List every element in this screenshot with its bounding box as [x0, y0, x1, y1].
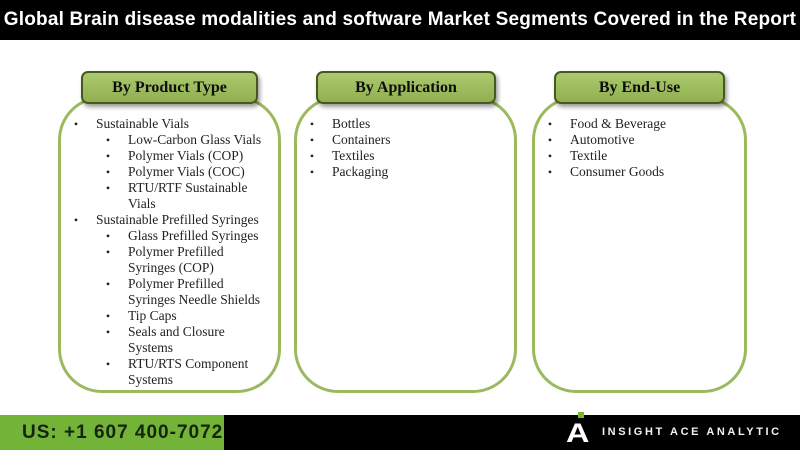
list-item: Sustainable Prefilled Syringes: [61, 212, 278, 228]
list-item: Polymer Vials (COC): [61, 164, 278, 180]
bullet-icon: [544, 132, 556, 148]
list-item: Seals and Closure Systems: [61, 324, 278, 356]
list-item-text: RTU/RTF Sustainable Vials: [128, 180, 248, 211]
list-item-text: Sustainable Vials: [96, 116, 190, 131]
list-item: Containers: [297, 132, 514, 148]
phone-number: US: +1 607 400-7072: [22, 421, 224, 443]
product-type-list: Sustainable Vials Low-Carbon Glass Vials…: [61, 116, 278, 388]
end-use-list: Food & Beverage Automotive Textile Consu…: [535, 116, 744, 180]
list-item-text: Food & Beverage: [570, 116, 666, 131]
list-item: RTU/RTS Component Systems: [61, 356, 278, 388]
bullet-icon: [102, 164, 114, 180]
logo-letter-a: A: [566, 418, 590, 448]
tab-by-product-type: By Product Type: [81, 71, 258, 104]
list-item: Glass Prefilled Syringes: [61, 228, 278, 244]
list-item: Textile: [535, 148, 744, 164]
bullet-icon: [306, 116, 318, 132]
list-item-text: Glass Prefilled Syringes: [128, 228, 259, 243]
bullet-icon: [102, 132, 114, 148]
bullet-icon: [544, 164, 556, 180]
list-item: Polymer Prefilled Syringes Needle Shield…: [61, 276, 278, 308]
list-item: Polymer Prefilled Syringes (COP): [61, 244, 278, 276]
list-item-text: Polymer Vials (COC): [128, 164, 245, 179]
bullet-icon: [102, 324, 114, 340]
list-item-text: Polymer Prefilled Syringes Needle Shield…: [128, 276, 260, 307]
list-item-text: Containers: [332, 132, 391, 147]
list-item: Food & Beverage: [535, 116, 744, 132]
list-item-text: Bottles: [332, 116, 371, 131]
list-item-text: Consumer Goods: [570, 164, 665, 179]
list-item-text: Seals and Closure Systems: [128, 324, 225, 355]
bullet-icon: [102, 228, 114, 244]
brand-name: INSIGHT ACE ANALYTIC: [602, 426, 782, 438]
segment-box-product-type: Sustainable Vials Low-Carbon Glass Vials…: [58, 96, 281, 393]
bullet-icon: [70, 116, 82, 132]
bullet-icon: [102, 308, 114, 324]
list-item-text: Textiles: [332, 148, 375, 163]
list-item-text: Packaging: [332, 164, 389, 179]
list-item: Bottles: [297, 116, 514, 132]
list-item-text: Polymer Vials (COP): [128, 148, 244, 163]
list-item-text: RTU/RTS Component Systems: [128, 356, 249, 387]
bullet-icon: [102, 276, 114, 292]
list-item: Polymer Vials (COP): [61, 148, 278, 164]
bullet-icon: [306, 164, 318, 180]
bullet-icon: [102, 148, 114, 164]
application-list: Bottles Containers Textiles Packaging: [297, 116, 514, 180]
list-item: Low-Carbon Glass Vials: [61, 132, 278, 148]
page-title: Global Brain disease modalities and soft…: [3, 9, 797, 30]
bullet-icon: [544, 116, 556, 132]
tab-by-end-use-label: By End-Use: [598, 78, 681, 96]
list-item: Packaging: [297, 164, 514, 180]
list-item-text: Polymer Prefilled Syringes (COP): [128, 244, 224, 275]
bullet-icon: [306, 132, 318, 148]
list-item: Textiles: [297, 148, 514, 164]
list-item-text: Tip Caps: [128, 308, 177, 323]
bullet-icon: [306, 148, 318, 164]
bullet-icon: [544, 148, 556, 164]
bullet-icon: [70, 212, 82, 228]
brand-logo-icon: A: [564, 412, 604, 450]
footer-contact-bar: US: +1 607 400-7072: [0, 415, 224, 450]
header-bar: Global Brain disease modalities and soft…: [0, 0, 800, 40]
list-item-text: Textile: [570, 148, 608, 163]
bullet-icon: [102, 244, 114, 260]
bullet-icon: [102, 180, 114, 196]
tab-by-application: By Application: [316, 71, 496, 104]
list-item: Sustainable Vials: [61, 116, 278, 132]
list-item: Tip Caps: [61, 308, 278, 324]
list-item: RTU/RTF Sustainable Vials: [61, 180, 278, 212]
footer-brand-bar: A INSIGHT ACE ANALYTIC: [224, 412, 800, 450]
tab-by-end-use: By End-Use: [554, 71, 725, 104]
bullet-icon: [102, 356, 114, 372]
tab-by-application-label: By Application: [355, 78, 457, 96]
segment-box-end-use: Food & Beverage Automotive Textile Consu…: [532, 96, 747, 393]
segment-box-application: Bottles Containers Textiles Packaging: [294, 96, 517, 393]
list-item-text: Sustainable Prefilled Syringes: [96, 212, 259, 227]
list-item-text: Automotive: [570, 132, 635, 147]
list-item-text: Low-Carbon Glass Vials: [128, 132, 262, 147]
list-item: Consumer Goods: [535, 164, 744, 180]
tab-by-product-type-label: By Product Type: [112, 78, 227, 96]
logo-green-dot-icon: [578, 412, 584, 418]
list-item: Automotive: [535, 132, 744, 148]
